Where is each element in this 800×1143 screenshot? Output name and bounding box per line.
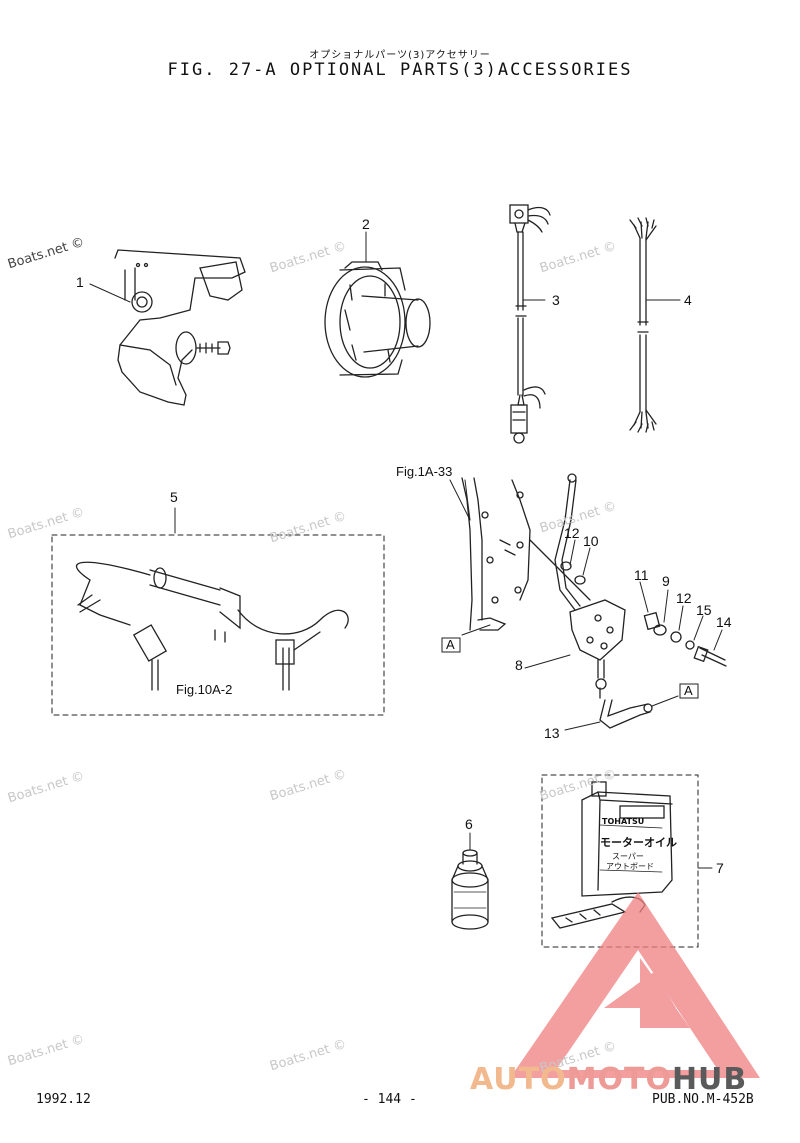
callout-14: 14 [716, 614, 732, 630]
callout-8: 8 [515, 657, 523, 673]
marker-a-left [441, 637, 461, 653]
triangle-logo-mark [510, 892, 760, 1078]
part-1-lower-unit [89, 249, 246, 406]
figure-reference: Fig.10A-2 [176, 682, 233, 697]
bottle-sub1: スーパー [612, 852, 644, 861]
marker-a-right [679, 683, 699, 699]
footer-page-number: - 144 - [362, 1092, 417, 1107]
callout-10: 10 [583, 533, 599, 549]
footer-date: 1992.12 [36, 1092, 91, 1107]
callout-12b: 12 [676, 590, 692, 606]
footer-publication-number: PUB.NO.M-452B [652, 1092, 754, 1107]
callout-11: 11 [634, 567, 649, 583]
bottle-product: モーターオイル [600, 836, 677, 849]
callout-6: 6 [465, 816, 473, 832]
part-6-can [451, 832, 489, 930]
page-title: FIG. 27-A OPTIONAL PARTS(3)ACCESSORIES [167, 60, 633, 80]
callout-5: 5 [170, 489, 178, 505]
figure-reference: Fig.1A-33 [396, 464, 453, 479]
callout-4: 4 [684, 292, 692, 308]
callout-3: 3 [552, 292, 560, 308]
callout-9: 9 [662, 573, 670, 589]
bottle-brand: TOHATSU [602, 817, 645, 826]
part-2-flywheel [324, 231, 431, 378]
part-4-wire [629, 217, 681, 433]
title-japanese: オプショナルパーツ(3)アクセサリー [309, 50, 491, 61]
autmotohub-logo: AUTOMOTOHUB [470, 1062, 747, 1097]
callout-13: 13 [544, 725, 560, 741]
callout-7: 7 [716, 860, 724, 876]
marker-a-label: A [446, 637, 455, 652]
callout-1: 1 [76, 274, 84, 290]
logo-part-moto: MOTO [566, 1062, 672, 1097]
part-5-assembly [51, 507, 385, 716]
bottle-sub2: アウトボード [606, 862, 654, 871]
logo-part-auto: AUTO [470, 1062, 567, 1097]
part-3-harness [509, 204, 551, 444]
logo-part-hub: HUB [671, 1062, 748, 1097]
callout-15: 15 [696, 602, 712, 618]
marker-a-label: A [684, 683, 693, 698]
part-8-pump-assembly [449, 473, 727, 731]
callout-2: 2 [362, 216, 370, 232]
callout-12: 12 [564, 525, 580, 541]
